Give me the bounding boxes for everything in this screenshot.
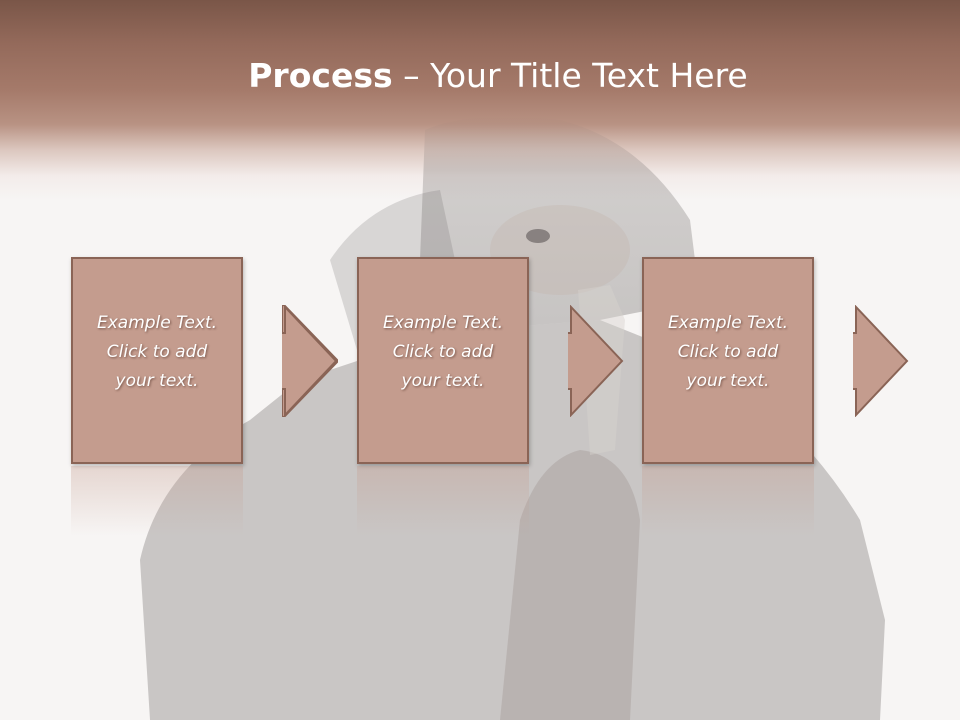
step-box-1[interactable]: Example Text. Click to add your text. xyxy=(71,257,243,464)
title-bold: Process xyxy=(248,56,393,95)
step-text-1[interactable]: Example Text. Click to add your text. xyxy=(96,313,218,391)
step-text-3[interactable]: Example Text. Click to add your text. xyxy=(667,313,789,391)
arrow-right-icon xyxy=(282,305,338,417)
arrow-right-icon xyxy=(853,305,909,417)
slide-title[interactable]: Process – Your Title Text Here xyxy=(0,54,960,98)
arrow-right-icon xyxy=(568,305,624,417)
step-reflection-1 xyxy=(71,466,243,536)
step-reflection-3 xyxy=(642,466,814,536)
title-rest: – Your Title Text Here xyxy=(392,56,748,95)
step-box-2[interactable]: Example Text. Click to add your text. xyxy=(357,257,529,464)
step-text-2[interactable]: Example Text. Click to add your text. xyxy=(382,313,504,391)
step-box-3[interactable]: Example Text. Click to add your text. xyxy=(642,257,814,464)
step-reflection-2 xyxy=(357,466,529,536)
